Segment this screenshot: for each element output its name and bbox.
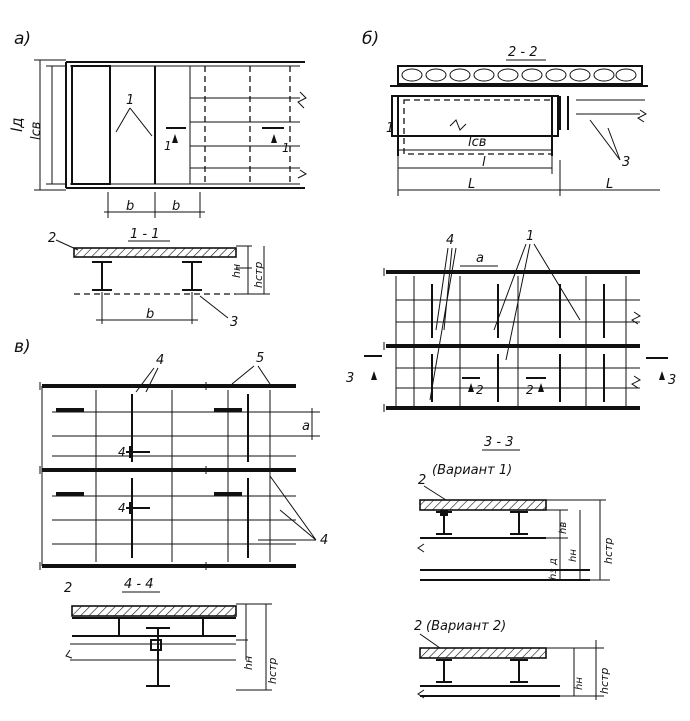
dim-lsv: lсв: [29, 122, 44, 140]
callout-4-bplan: 4: [446, 233, 454, 248]
panel-a: а) lд lсв 1 1 1 b: [8, 29, 307, 218]
dim-a-v: a: [302, 419, 310, 434]
slab-1-1: [73, 247, 237, 258]
dim-hstr-s11: hстр: [252, 262, 265, 288]
variant-1-label: (Вариант 1): [432, 463, 512, 478]
callout-2-s11: 2: [48, 231, 56, 246]
callout-2-var1: 2: [418, 473, 426, 488]
section-4-4: 4 - 4 2 hн hстр: [64, 577, 279, 691]
callout-1-a: 1: [126, 93, 134, 108]
dim-hn-s44: hн: [242, 656, 255, 670]
section-mark-4-lower: 4: [118, 501, 126, 515]
dim-hstr-s44: hстр: [266, 658, 279, 684]
panel-b: б) 2 - 2 lсв l L L 1 3: [362, 29, 660, 196]
callout-5-v: 5: [256, 351, 264, 366]
dim-b-s11: b: [146, 307, 154, 322]
dim-b-2: b: [172, 199, 180, 214]
dim-hstr-var2: hстр: [598, 668, 611, 694]
dim-L-b-1: L: [468, 177, 475, 192]
callout-2-var2: 2: [414, 619, 422, 634]
plan-v-main-beams: [42, 384, 296, 568]
dim-hstr-var1: hстр: [602, 538, 615, 564]
section-3-3: 3 - 3 2 (Вариант 1) hв hз д hн hстр 2 (В…: [414, 435, 615, 700]
section-3-3-title: 3 - 3: [484, 435, 514, 450]
plan-a-inner-outline: [70, 65, 300, 185]
callout-2-s44: 2: [64, 581, 72, 596]
dim-ld: lд: [8, 117, 26, 132]
dim-b-1: b: [126, 199, 134, 214]
dim-hn-s11: hн: [230, 264, 243, 278]
variant-2-label: (Вариант 2): [426, 619, 506, 634]
slab-3-3-v1: [419, 499, 547, 511]
section-mark-3-right: 3: [668, 373, 676, 388]
callout-1-b: 1: [386, 121, 394, 136]
dim-hv-var1: hв: [558, 522, 569, 534]
callout-4-v-right: 4: [320, 533, 328, 548]
slab-4-4: [71, 605, 237, 617]
dim-hn-var1: hн: [568, 549, 579, 562]
callout-1-bplan: 1: [526, 229, 534, 244]
section-mark-4-upper: 4: [118, 445, 126, 459]
slab-2-2: [397, 65, 643, 85]
plan-a-left-panel: [71, 65, 111, 185]
slab-3-3-v2: [419, 647, 547, 659]
section-4-4-title: 4 - 4: [124, 577, 154, 592]
callout-3-s11: 3: [230, 315, 238, 330]
callout-4-v-top: 4: [156, 353, 164, 368]
dim-a-bplan: a: [476, 251, 484, 266]
dim-L-b-2: L: [606, 177, 613, 192]
panel-a-label: а): [14, 29, 31, 49]
section-2-2-title: 2 - 2: [508, 45, 538, 60]
plan-a-outline: [65, 61, 305, 189]
section-1-1-title: 1 - 1: [130, 227, 160, 242]
dim-hzd-var1: hз д: [548, 558, 559, 580]
section-mark-2-left: 2: [476, 383, 484, 397]
dim-lsv-b: lсв: [468, 135, 486, 150]
section-mark-1-left: 1: [164, 139, 172, 153]
panel-v: в) 4 5 4 4 a: [14, 337, 328, 570]
panel-v-label: в): [14, 337, 31, 357]
dim-l-b: l: [482, 155, 486, 170]
plan-b-main-beams: [386, 270, 640, 410]
callout-3-b: 3: [622, 155, 630, 170]
panel-b-plan: 4 1 a 3 3 2 2: [346, 229, 676, 412]
panel-b-label: б): [362, 29, 379, 49]
section-mark-1-right: 1: [282, 141, 290, 155]
section-1-1: 1 - 1 2 b 3 hн hстр: [48, 227, 270, 330]
beam-2-2: [391, 95, 559, 137]
section-mark-2-right: 2: [526, 383, 534, 397]
dim-hn-var2: hн: [574, 677, 585, 690]
section-mark-3-left: 3: [346, 371, 354, 386]
